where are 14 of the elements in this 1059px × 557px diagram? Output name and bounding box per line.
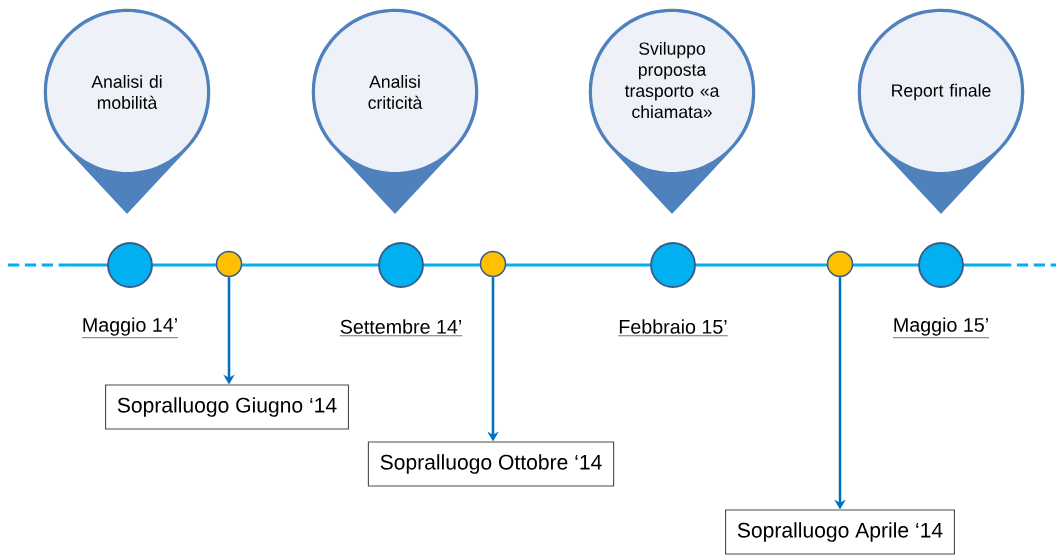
milestone-dot — [378, 242, 424, 288]
date-label: Febbraio 15’ — [618, 319, 728, 337]
milestone-dot — [650, 242, 696, 288]
event-box: Sopralluogo Giugno ‘14 — [105, 384, 349, 430]
date-label: Maggio 14’ — [81, 317, 179, 338]
event-box: Sopralluogo Ottobre ‘14 — [367, 441, 615, 487]
date-label: Maggio 15’ — [892, 317, 990, 338]
event-dot — [215, 250, 243, 278]
event-dot — [479, 250, 507, 278]
milestone-dot — [918, 242, 964, 288]
date-label: Settembre 14’ — [339, 319, 463, 337]
milestone-dot — [107, 242, 153, 288]
event-box: Sopralluogo Aprile ‘14 — [725, 509, 955, 555]
event-dot — [826, 250, 854, 278]
